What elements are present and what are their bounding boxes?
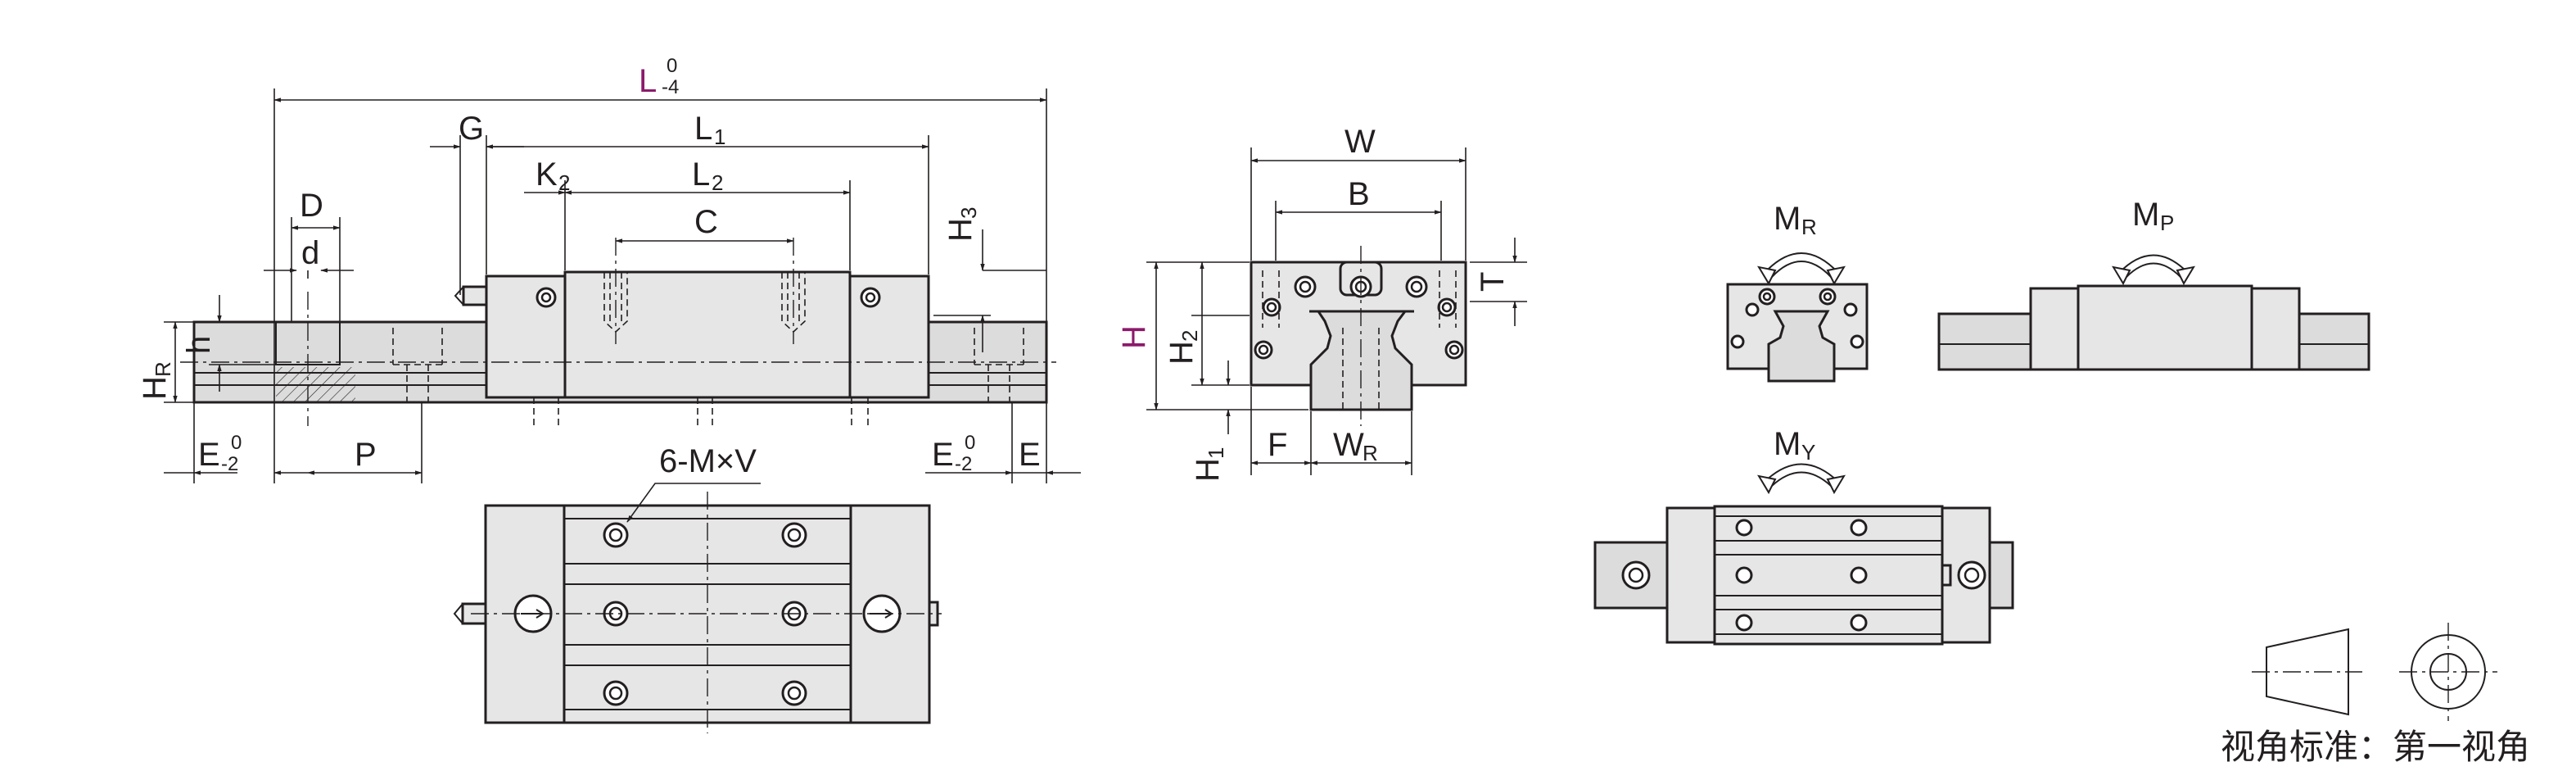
svg-text:1: 1 (1204, 447, 1228, 459)
label-C: C (694, 204, 718, 240)
svg-text:W: W (1333, 427, 1364, 463)
svg-text:E: E (198, 437, 220, 473)
svg-text:-2: -2 (955, 453, 972, 475)
label-L2: L 2 (692, 156, 723, 195)
svg-text:M: M (1774, 201, 1801, 237)
projection-caption: 视角标准：第一视角 (2221, 727, 2530, 767)
svg-text:K: K (536, 156, 558, 193)
svg-text:1: 1 (714, 125, 725, 149)
label-F: F (1268, 427, 1287, 463)
svg-text:0: 0 (667, 55, 677, 77)
front-view: L 0 -4 G L 1 K 2 L 2 C D d H 3 H R h E (137, 55, 1081, 483)
svg-text:2: 2 (558, 170, 570, 195)
svg-text:L: L (639, 63, 657, 99)
moment-MP-view: M P (1937, 197, 2370, 371)
end-view: W B T H H 2 H 1 F W R (1116, 124, 1527, 482)
top-view: 6-M×V (453, 443, 942, 733)
svg-text:E: E (932, 437, 954, 473)
label-6-MxV: 6-M×V (659, 443, 757, 479)
label-K2: K 2 (536, 156, 570, 195)
svg-text:H: H (137, 376, 173, 400)
end-rail (1309, 310, 1414, 411)
label-E-right: E 0 -2 (932, 432, 975, 475)
projection-circles-icon (2399, 623, 2497, 721)
label-P: P (355, 437, 377, 473)
svg-text:H: H (1190, 458, 1226, 482)
moment-MY-view: M Y (1593, 426, 2014, 646)
svg-text:R: R (1363, 441, 1378, 465)
block-body-front (563, 270, 852, 399)
svg-text:Y: Y (1801, 440, 1815, 465)
grease-nipple (462, 285, 488, 306)
label-E-left: E 0 -2 (198, 432, 242, 475)
projection-cone-icon (2266, 628, 2349, 716)
svg-text:0: 0 (965, 432, 975, 454)
label-h: h (181, 336, 217, 354)
label-H3: H 3 (942, 207, 981, 242)
label-H: H (1116, 325, 1152, 349)
label-H1: H 1 (1190, 447, 1228, 482)
label-E: E (1019, 437, 1041, 473)
moment-arrow-icon (1763, 252, 1840, 279)
svg-text:0: 0 (231, 432, 242, 454)
label-WR: W R (1333, 427, 1378, 465)
svg-text:-4: -4 (662, 76, 679, 98)
svg-text:R: R (1801, 215, 1817, 239)
label-HR: H R (137, 361, 175, 400)
svg-text:L: L (694, 111, 712, 147)
label-D: D (300, 188, 323, 224)
svg-text:2: 2 (1177, 330, 1202, 342)
svg-text:3: 3 (956, 207, 981, 219)
label-L1: L 1 (694, 111, 725, 149)
projection-symbol: 视角标准：第一视角 (2221, 623, 2530, 767)
label-G: G (459, 111, 484, 147)
label-L: L 0 -4 (639, 55, 679, 99)
moment-MR-view: M R (1726, 201, 1869, 383)
svg-text:M: M (2132, 197, 2159, 233)
svg-text:H: H (1164, 341, 1200, 365)
label-W: W (1344, 124, 1376, 160)
label-d: d (301, 235, 319, 271)
label-T: T (1475, 272, 1511, 292)
label-H2: H 2 (1164, 330, 1202, 365)
svg-text:R: R (151, 361, 175, 377)
svg-text:2: 2 (712, 170, 723, 195)
svg-text:M: M (1774, 426, 1801, 462)
svg-text:H: H (942, 218, 978, 242)
svg-text:-2: -2 (221, 453, 238, 475)
svg-text:P: P (2160, 211, 2174, 235)
svg-text:L: L (692, 156, 710, 193)
label-B: B (1348, 176, 1370, 212)
